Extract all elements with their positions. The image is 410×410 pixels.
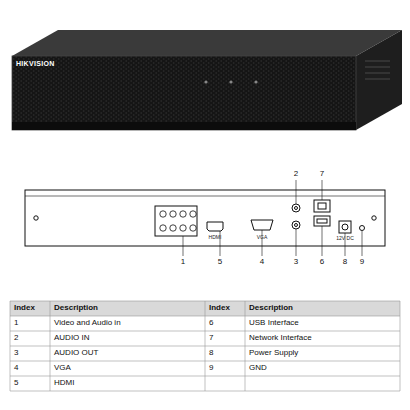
port-label: VGA bbox=[257, 235, 268, 241]
rear-panel bbox=[25, 190, 385, 246]
table-cell: 4 bbox=[14, 364, 18, 373]
port-label: 12V DC bbox=[336, 236, 354, 242]
table-cell: Video and Audio in bbox=[54, 319, 121, 328]
callout-number: 3 bbox=[294, 258, 298, 267]
table-cell: 5 bbox=[14, 379, 18, 388]
callout-number: 5 bbox=[218, 258, 222, 267]
table-cell: AUDIO OUT bbox=[54, 349, 98, 358]
table-cell: Power Supply bbox=[249, 349, 298, 358]
port-label: HDMI bbox=[209, 235, 222, 241]
table-header: Description bbox=[249, 304, 293, 313]
callout-number: 1 bbox=[181, 258, 185, 267]
table-cell: HDMI bbox=[54, 379, 74, 388]
table-header: Index bbox=[14, 304, 35, 313]
callout-number: 8 bbox=[343, 258, 347, 267]
table-cell: 3 bbox=[14, 349, 18, 358]
callout-number: 2 bbox=[294, 170, 298, 179]
table-cell: GND bbox=[249, 364, 267, 373]
table-cell: Network Interface bbox=[249, 334, 312, 343]
table-cell: 7 bbox=[209, 334, 213, 343]
dvr-photo bbox=[12, 30, 402, 130]
callout-number: 6 bbox=[320, 258, 324, 267]
table-header: Index bbox=[209, 304, 230, 313]
table-cell: 1 bbox=[14, 319, 18, 328]
table-cell: USB Interface bbox=[249, 319, 299, 328]
leader-lines bbox=[183, 180, 362, 256]
table-cell: AUDIO IN bbox=[54, 334, 90, 343]
callout-number: 4 bbox=[260, 258, 264, 267]
table-cell: 6 bbox=[209, 319, 213, 328]
table-header: Description bbox=[54, 304, 98, 313]
table-cell: 2 bbox=[14, 334, 18, 343]
table-grid bbox=[10, 301, 400, 391]
table-cell: VGA bbox=[54, 364, 71, 373]
brand-logo: HIKVISION bbox=[16, 60, 54, 68]
table-cell: 8 bbox=[209, 349, 213, 358]
callout-number: 7 bbox=[320, 170, 324, 179]
table-cell: 9 bbox=[209, 364, 213, 373]
callout-number: 9 bbox=[360, 258, 364, 267]
